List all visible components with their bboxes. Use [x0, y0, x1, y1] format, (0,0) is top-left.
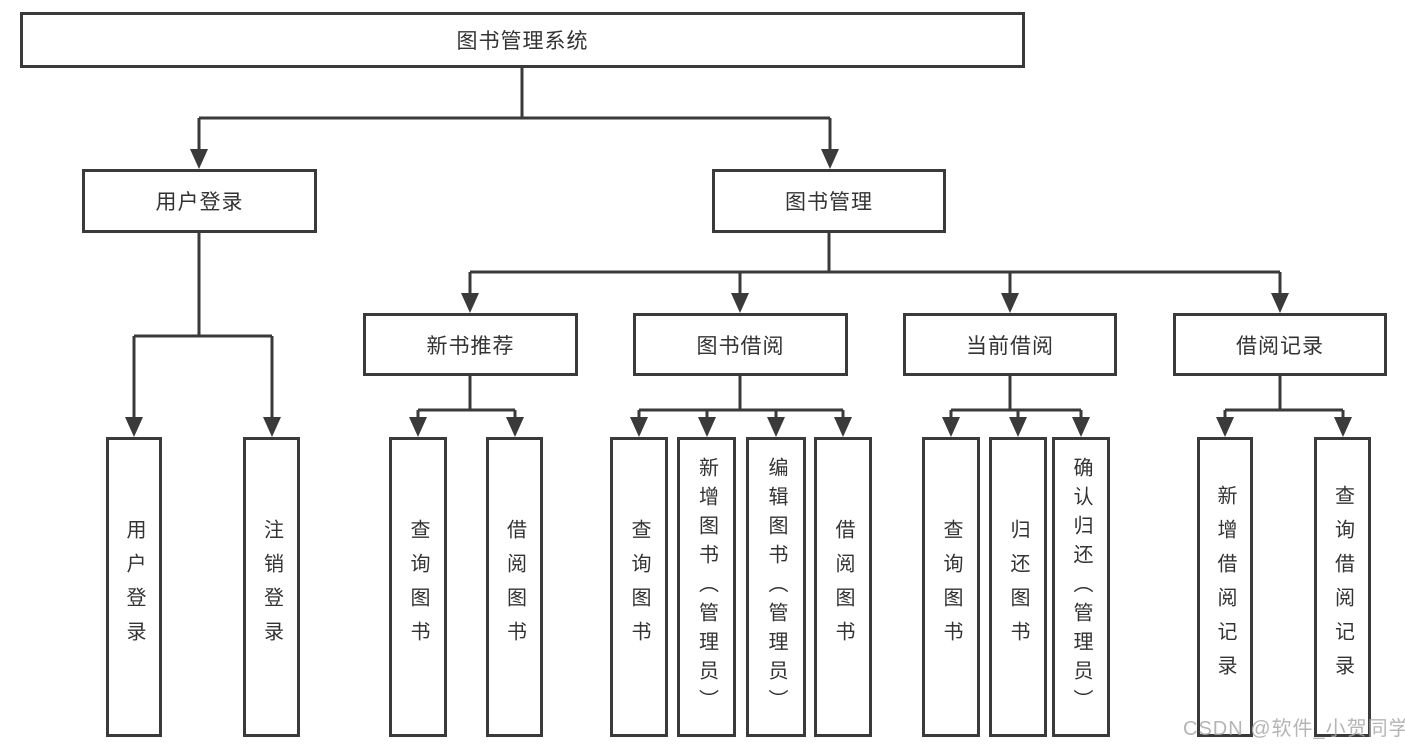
leaf-bb-query-books: 查询图书 [610, 437, 668, 737]
leaf-bb-query-books-label: 查询图书 [628, 519, 650, 655]
node-book-borrowing: 图书借阅 [633, 313, 848, 376]
node-new-book-recommend-label: 新书推荐 [426, 334, 515, 358]
leaf-bb-edit-books-admin-label: 编辑图书（管理员） [765, 456, 787, 718]
leaf-cb-query-books: 查询图书 [922, 437, 980, 737]
node-current-borrowing-label: 当前借阅 [966, 334, 1054, 358]
leaf-cb-return-books-label: 归还图书 [1007, 519, 1029, 655]
leaf-bb-add-books-admin: 新增图书（管理员） [677, 437, 736, 737]
node-borrowing-records: 借阅记录 [1173, 313, 1387, 376]
leaf-bb-borrow-books-label: 借阅图书 [832, 519, 854, 655]
leaf-br-add-record: 新增借阅记录 [1197, 437, 1253, 737]
leaf-nbr-query-books-label: 查询图书 [407, 519, 429, 655]
leaf-nbr-borrow-books: 借阅图书 [486, 437, 543, 737]
node-root-label: 图书管理系统 [456, 30, 589, 53]
leaf-user-login: 用户登录 [106, 437, 162, 737]
leaf-cb-confirm-return-admin: 确认归还（管理员） [1052, 437, 1110, 737]
node-borrowing-records-label: 借阅记录 [1236, 334, 1324, 358]
node-book-borrowing-label: 图书借阅 [696, 334, 785, 358]
csdn-watermark: CSDN @软件_小贺同学 [1183, 718, 1405, 740]
leaf-bb-borrow-books: 借阅图书 [814, 437, 872, 737]
node-current-borrowing: 当前借阅 [903, 313, 1117, 376]
leaf-cb-return-books: 归还图书 [989, 437, 1047, 737]
leaf-logout-label: 注销登录 [260, 519, 283, 655]
leaf-user-login-label: 用户登录 [123, 519, 145, 655]
node-book-management-label: 图书管理 [785, 191, 873, 214]
leaf-cb-query-books-label: 查询图书 [940, 519, 962, 655]
node-user-login-label: 用户登录 [155, 191, 244, 214]
leaf-nbr-query-books: 查询图书 [389, 437, 447, 737]
leaf-cb-confirm-return-admin-label: 确认归还（管理员） [1070, 456, 1092, 718]
leaf-bb-add-books-admin-label: 新增图书（管理员） [695, 456, 718, 718]
node-new-book-recommend: 新书推荐 [363, 313, 578, 376]
leaf-br-add-record-label: 新增借阅记录 [1214, 485, 1236, 689]
leaf-nbr-borrow-books-label: 借阅图书 [503, 519, 526, 655]
node-root: 图书管理系统 [20, 12, 1025, 68]
node-user-login: 用户登录 [82, 169, 317, 233]
leaf-br-query-record-label: 查询借阅记录 [1331, 485, 1354, 689]
leaf-logout: 注销登录 [243, 437, 300, 737]
leaf-br-query-record: 查询借阅记录 [1314, 437, 1371, 737]
node-book-management: 图书管理 [712, 169, 946, 233]
leaf-bb-edit-books-admin: 编辑图书（管理员） [746, 437, 806, 737]
